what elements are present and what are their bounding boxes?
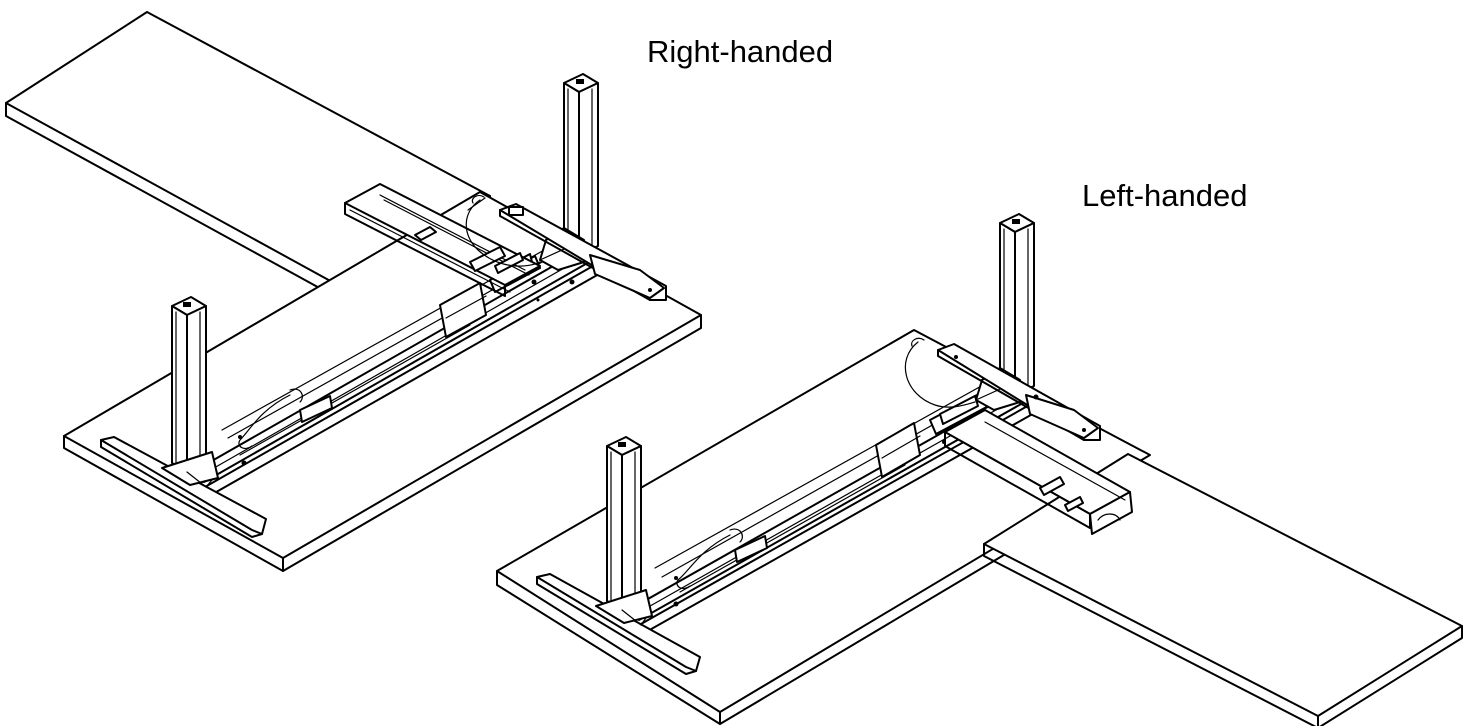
left-handed-caption: Left-handed <box>1082 178 1248 213</box>
right-handed-right-leg <box>499 73 667 301</box>
right-handed-caption: Right-handed <box>647 34 834 69</box>
left-handed-left-leg <box>536 436 701 675</box>
right-handed-assembly <box>5 11 702 572</box>
right-handed-crossbar <box>195 229 607 496</box>
left-handed-assembly <box>496 213 1463 726</box>
right-handed-return-arm <box>344 183 541 297</box>
right-handed-left-leg <box>100 296 267 538</box>
left-handed-return-arm <box>904 337 1133 535</box>
left-handed-right-leg <box>937 213 1101 441</box>
